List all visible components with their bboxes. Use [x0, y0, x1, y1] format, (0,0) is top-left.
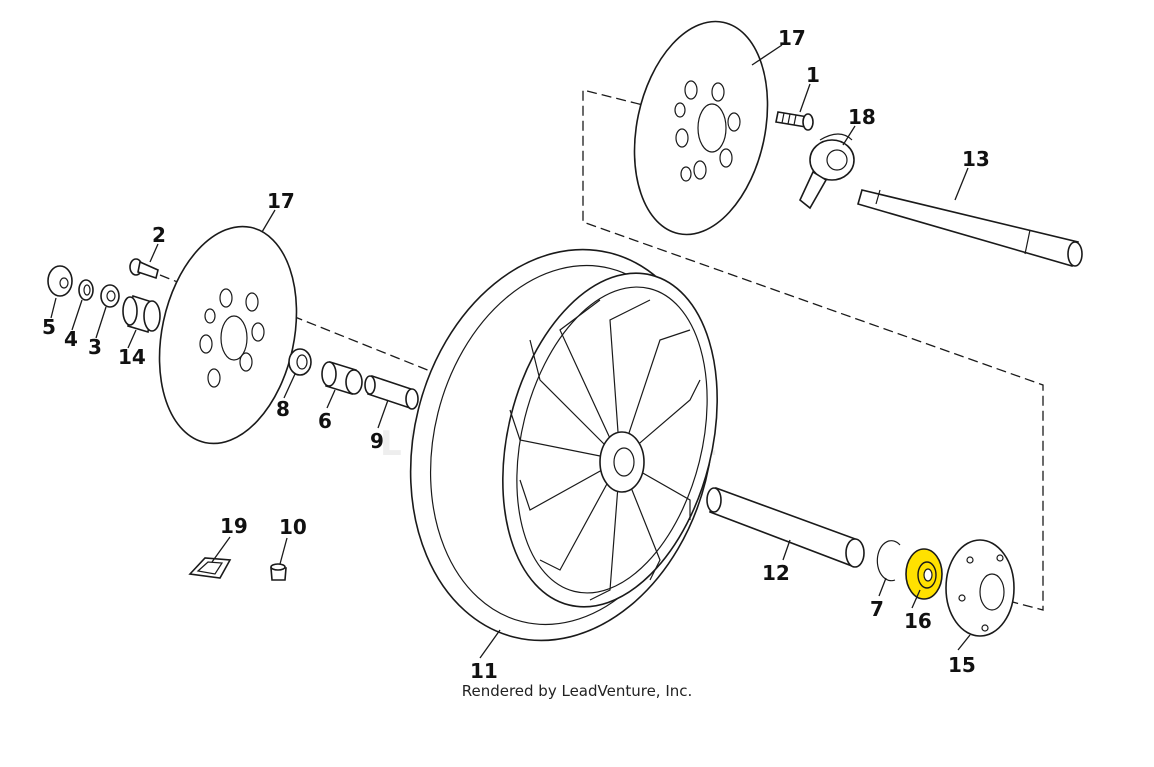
part-17-upper-disc	[633, 20, 769, 236]
callout-2: 2	[152, 223, 166, 247]
part-8-seal	[288, 348, 312, 376]
part-3-washer	[100, 284, 120, 308]
callout-12: 12	[762, 561, 790, 585]
callout-8: 8	[276, 397, 290, 421]
callout-19: 19	[220, 514, 248, 538]
callout-10: 10	[279, 515, 307, 539]
part-13-axle	[857, 189, 1083, 267]
callout-11: 11	[470, 659, 498, 683]
callout-9: 9	[370, 429, 384, 453]
callout-3: 3	[88, 335, 102, 359]
callout-5: 5	[42, 315, 56, 339]
part-17-left-disc	[158, 225, 298, 445]
callout-14: 14	[118, 345, 146, 369]
callout-13: 13	[962, 147, 990, 171]
part-14-spacer	[122, 294, 161, 334]
callout-labels: 17 1 18 13 17 2 5 4 3 14 8 6 9 19 10 11 …	[42, 26, 990, 683]
part-11-wheel	[409, 248, 718, 642]
part-10-cap-nut	[270, 563, 287, 581]
callout-16: 16	[904, 609, 932, 633]
callout-1: 1	[806, 63, 820, 87]
part-4-lockwasher	[78, 279, 94, 301]
callout-18: 18	[848, 105, 876, 129]
part-2-screw	[129, 258, 159, 280]
part-19-plate	[188, 557, 232, 579]
part-18-speedometer-drive	[799, 133, 855, 210]
callout-4: 4	[64, 327, 78, 351]
part-9-spacer-tube	[364, 374, 419, 410]
part-15-hub-cover	[945, 539, 1015, 637]
part-12-spacer	[706, 486, 865, 568]
credit-text: Rendered by LeadVenture, Inc.	[461, 682, 693, 700]
part-16-bearing-highlighted	[905, 548, 943, 600]
callout-15: 15	[948, 653, 976, 677]
callout-17-left: 17	[267, 189, 295, 213]
part-1-screw	[775, 111, 814, 131]
callout-17-upper: 17	[778, 26, 806, 50]
part-5-nut	[47, 265, 73, 297]
part-7-snap-ring	[876, 540, 901, 582]
part-6-bearing	[321, 360, 363, 396]
leader-lines	[50, 44, 971, 659]
wheel-spokes	[509, 299, 701, 601]
callout-7: 7	[870, 597, 884, 621]
callout-6: 6	[318, 409, 332, 433]
